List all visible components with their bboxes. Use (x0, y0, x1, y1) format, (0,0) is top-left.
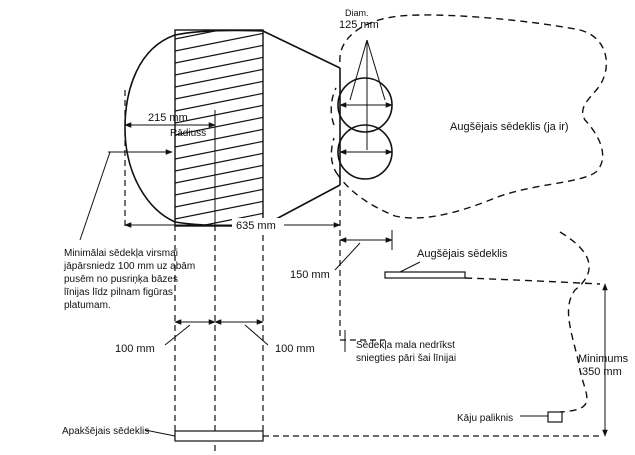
hatch-line (175, 188, 263, 208)
hatch-line (175, 164, 263, 184)
hatch-line (175, 30, 224, 40)
minimum-word-label: Minimums (578, 353, 629, 365)
hatch-line (175, 56, 263, 76)
seat-edge-note-line-2: sniegties pāri šai līnijai (356, 353, 456, 364)
hatch-line (175, 44, 263, 64)
upper-seat-label: Augšējais sēdeklis (417, 248, 508, 260)
hatch-line (175, 80, 263, 100)
hatched-region (170, 29, 270, 316)
upper-seat-bar (384, 271, 466, 279)
min-note-line-1: Minimālai sēdekļa virsmai (64, 248, 178, 259)
hatch-line (175, 92, 263, 112)
hatch-line (170, 296, 270, 316)
lower-seat-bar (174, 430, 264, 442)
offset-150-label: 150 mm (290, 269, 330, 281)
footrest-label: Kāju paliknis (457, 413, 513, 424)
hatch-line (170, 272, 270, 292)
min-note-line-2: jāpārsniedz 100 mm uz abām (63, 261, 195, 272)
lower-seat-label: Apakšējais sēdeklis (62, 426, 149, 437)
left-100-label: 100 mm (115, 343, 155, 355)
hatch-line (175, 140, 263, 160)
seat-edge-note-line-1: Sēdekļa mala nedrīkst (356, 340, 455, 351)
radius-word-label: Rādiuss (170, 128, 206, 139)
hatch-line (196, 212, 263, 226)
upper-seat-outline (337, 14, 608, 219)
hatch-line (175, 128, 263, 148)
hatch-line (175, 104, 263, 124)
hatch-line (175, 152, 263, 172)
right-100-label: 100 mm (275, 343, 315, 355)
radius-value-label: 215 mm (148, 112, 188, 124)
diam-value-label: 125 mm (339, 19, 379, 31)
width-total-label: 635 mm (236, 220, 276, 232)
min-note-line-3: pusēm no pusriņķa bāzes (64, 274, 178, 285)
min-note-line-4: līnijas līdz pilnam figūras (64, 287, 173, 298)
min-note-line-5: platumam. (64, 300, 111, 311)
minimum-value-label: 350 mm (582, 366, 622, 378)
diam-word-label: Diam. (345, 8, 369, 18)
small-circles (337, 39, 393, 180)
minimum-surface-note: Minimālai sēdekļa virsmai jāpārsniedz 10… (63, 248, 195, 311)
hatch-line (170, 284, 270, 304)
footrest-box (547, 411, 563, 423)
hatch-line (175, 116, 263, 136)
hatch-line (175, 32, 263, 52)
hatch-line (175, 176, 263, 196)
upper-seat-optional-label: Augšējais sēdeklis (ja ir) (450, 121, 569, 133)
hatch-line (170, 236, 270, 256)
hatch-line (175, 200, 263, 220)
leg-outline (464, 231, 601, 413)
hatch-line (175, 68, 263, 88)
